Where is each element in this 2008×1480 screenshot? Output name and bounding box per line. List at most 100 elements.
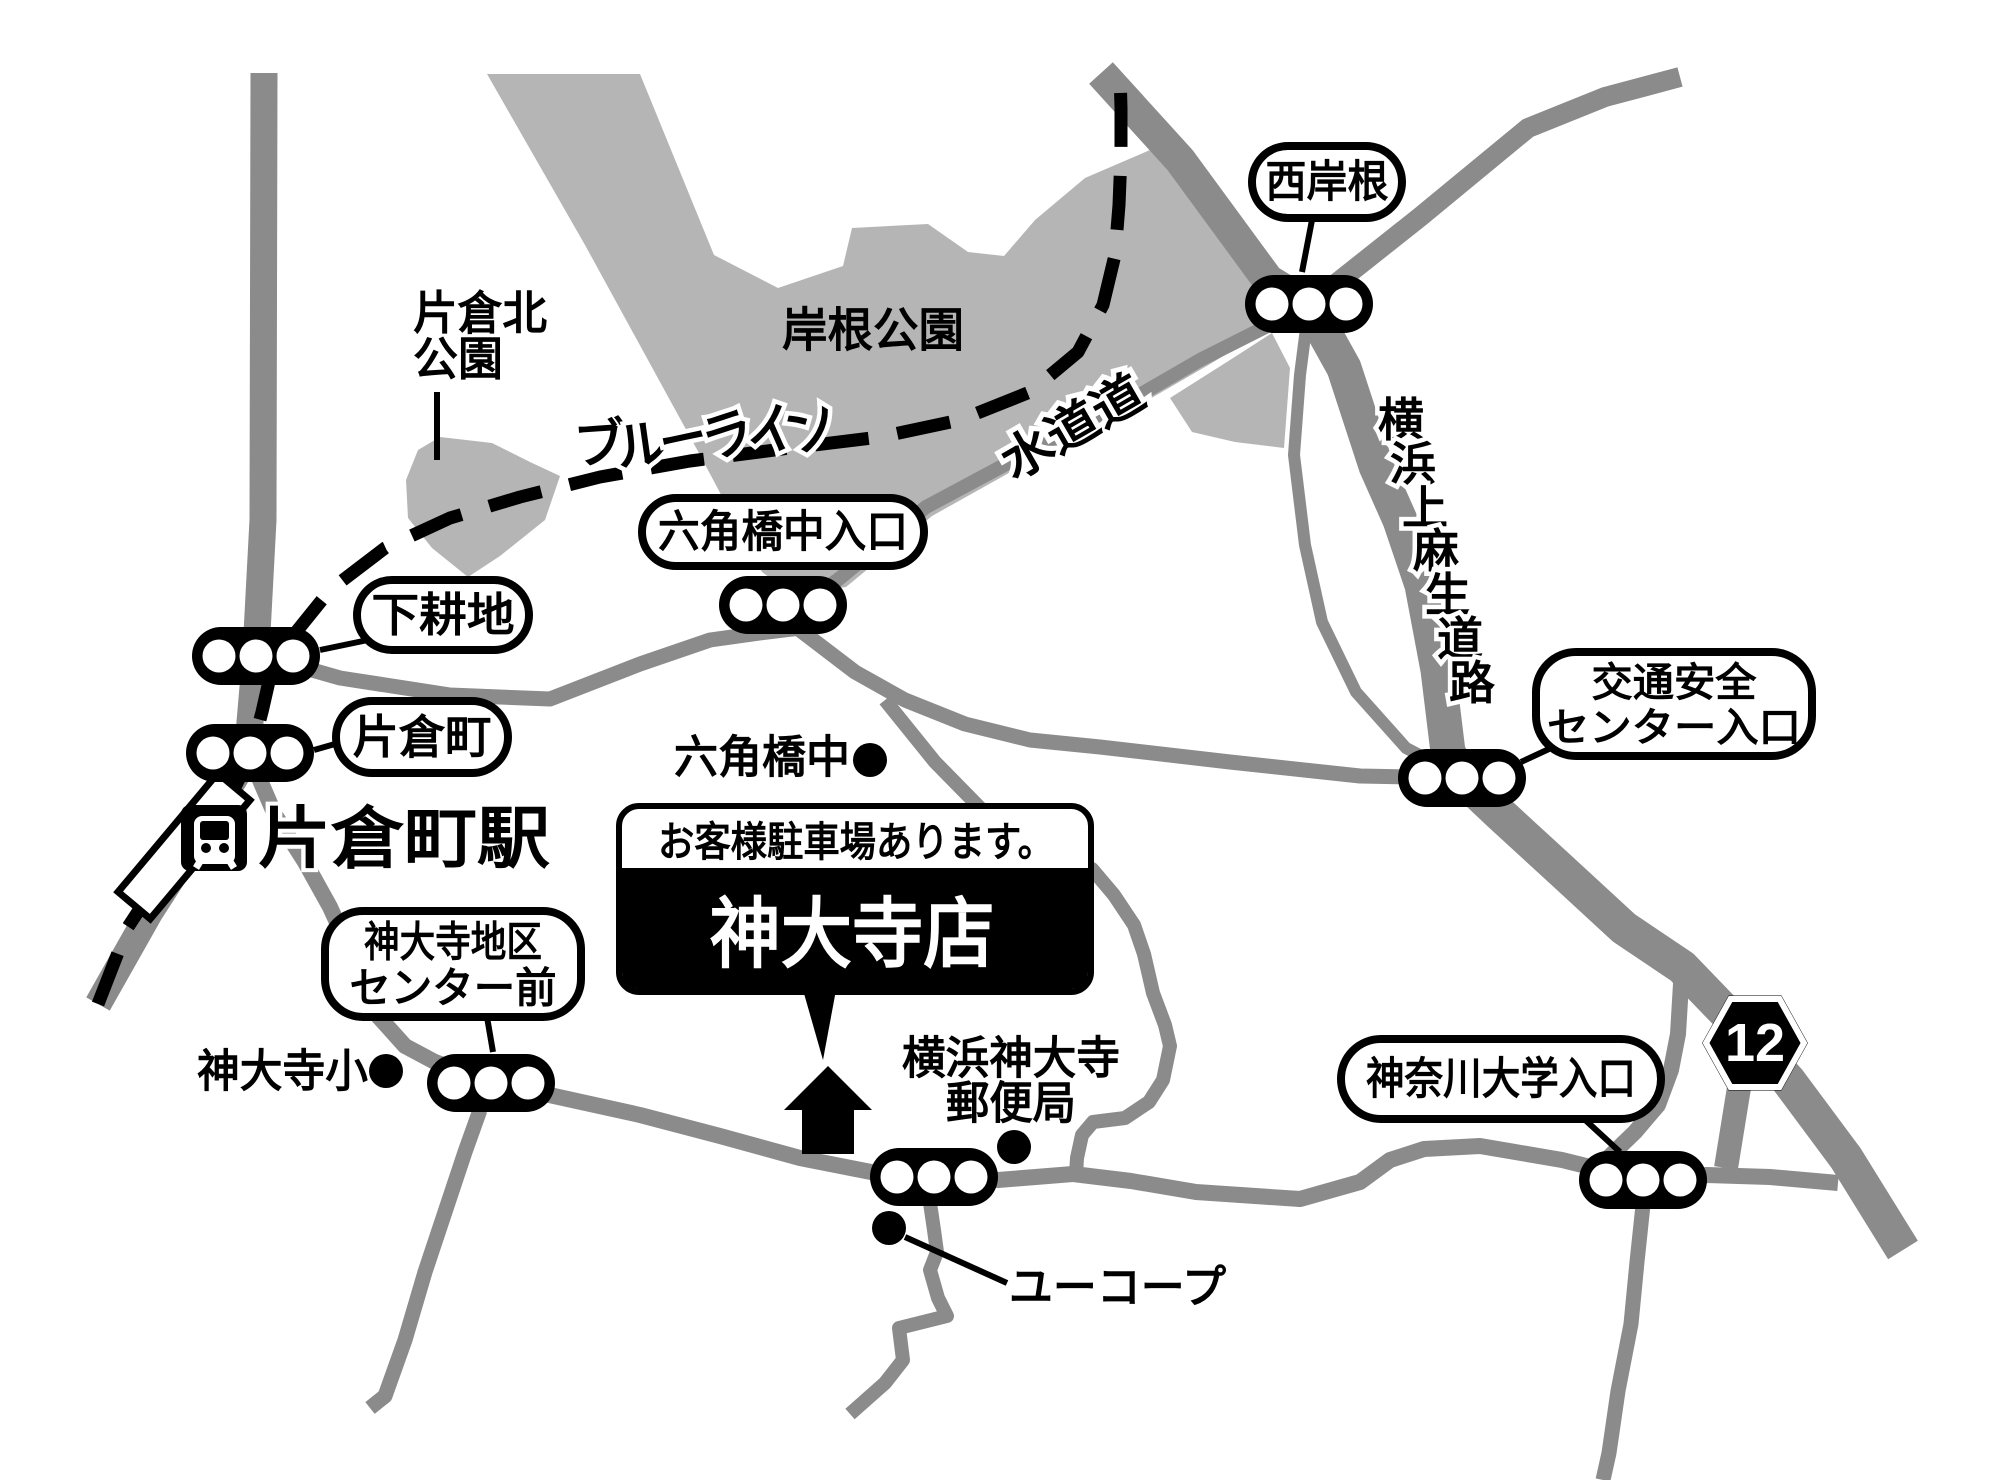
store-pointer <box>803 990 836 1060</box>
label-katakurakita-park: 片倉北 <box>413 287 547 339</box>
traffic-signal-lamp <box>766 588 800 622</box>
route-badge-number: 12 <box>1725 1013 1785 1073</box>
label-jindaiji-elementary: 神大寺小 <box>197 1046 368 1097</box>
dot-yubinkyoku <box>997 1130 1031 1164</box>
traffic-signal-lamp <box>1626 1163 1660 1197</box>
station-icon-train-light <box>201 843 211 853</box>
station-icon <box>181 805 247 871</box>
road-kanadai-ne-link <box>1601 966 1690 1165</box>
traffic-signal-lamp <box>803 588 837 622</box>
traffic-signal-lamp <box>1445 761 1479 795</box>
label-yokohama-jindaiji: 横浜神大寺 <box>902 1033 1120 1084</box>
traffic-signal-lamp <box>270 736 304 770</box>
pill-kanagawa-univ: 神奈川大学入口 <box>1337 1035 1665 1123</box>
signals-layer <box>186 275 1707 1245</box>
pill-jinchiku-center-text: センター前 <box>350 965 557 1012</box>
pill-kotsuanzen-box <box>1532 648 1816 760</box>
kishine-park-south-wedge <box>1170 333 1290 448</box>
parks-layer <box>406 74 1290 594</box>
kamiasao-road-label-char: 道 <box>1437 613 1483 665</box>
blue-line-label-char: ブ <box>572 413 628 475</box>
signal-shimokochi <box>192 627 320 685</box>
pill-kotsuanzen-text: センター入口 <box>1547 706 1801 750</box>
route-12-badge: 12 <box>1702 995 1808 1091</box>
road-yubin-south-zigzag <box>845 1201 954 1420</box>
label-kishine-park: 岸根公園 <box>782 304 964 357</box>
traffic-signal-lamp <box>729 588 763 622</box>
store-sign-layer: お客様駐車場あります。神大寺店 <box>616 803 1094 1154</box>
traffic-signal-lamp <box>1663 1163 1697 1197</box>
pill-jinchiku-center-text: 神大寺地区 <box>364 919 542 966</box>
katakurakita-park <box>406 437 560 577</box>
pill-rokkakubashi-text: 六角橋中入口 <box>658 508 908 557</box>
label-yucoop: ユーコープ <box>1009 1262 1226 1313</box>
signal-katakuracho <box>186 724 314 782</box>
pill-kanagawa-univ-box <box>1337 1035 1665 1123</box>
traffic-signal-lamp <box>917 1160 951 1194</box>
label-katakurakita-park-2: 公園 <box>413 333 503 385</box>
station-icon-train-leg <box>223 853 237 870</box>
traffic-signal-lamp <box>239 639 273 673</box>
dot-jindaiji-elementary <box>369 1054 403 1088</box>
kamiasao-road-label-char: 路 <box>1449 657 1496 709</box>
traffic-signal-lamp <box>880 1160 914 1194</box>
signal-kotsuanzen <box>1398 749 1526 807</box>
pill-rokkakubashi: 六角橋中入口 <box>638 494 928 570</box>
signal-nishikishine <box>1245 275 1373 333</box>
kamiasao-road-label-char: 麻 <box>1413 525 1459 577</box>
pill-kotsuanzen-text: 交通安全 <box>1592 660 1758 705</box>
pill-jinchiku-center-leader <box>484 1016 496 1053</box>
jindaiji-store: お客様駐車場あります。神大寺店 <box>616 803 1094 1154</box>
traffic-signal-lamp <box>202 639 236 673</box>
road-junction-west-branch <box>1288 304 1455 778</box>
pill-katakuracho-text: 片倉町 <box>353 711 492 763</box>
station-icon-train-leg <box>193 853 207 870</box>
station-layer <box>113 768 255 924</box>
traffic-signal-lamp <box>474 1066 508 1100</box>
station-icon-train-light <box>219 843 229 853</box>
pill-shimokochi-text: 下耕地 <box>372 589 515 641</box>
road-shimokochi-east <box>253 620 801 707</box>
pill-rokkakubashi-box <box>638 494 928 570</box>
leader-yucoop <box>903 1234 1009 1286</box>
store-name: 神大寺店 <box>710 892 995 978</box>
store-sign-black-panel <box>622 868 1088 989</box>
pill-katakuracho: 片倉町 <box>332 697 512 777</box>
pill-shimokochi-leader <box>319 637 369 653</box>
road-nishikishine-northeast <box>1302 67 1683 313</box>
store-parking-note: お客様駐車場あります。 <box>658 819 1054 865</box>
signal-jinchiku-center <box>427 1054 555 1112</box>
traffic-signal-lamp <box>437 1066 471 1100</box>
pill-nishikishine-text: 西岸根 <box>1266 158 1389 207</box>
pill-shimokochi-box <box>353 576 533 654</box>
traffic-signal-lamp <box>954 1160 988 1194</box>
pill-nishikishine-leader <box>1299 219 1315 273</box>
signal-yubinkyoku <box>870 1148 998 1206</box>
store-entrance-arrow-icon <box>784 1066 872 1154</box>
kishine-park <box>487 74 1272 594</box>
traffic-signal-lamp <box>276 639 310 673</box>
kamiasao-road-label-char: 横 <box>1378 394 1424 446</box>
kamiasao-road-label-char: 生 <box>1425 569 1471 621</box>
pill-katakuracho-box <box>332 697 512 777</box>
label-katakuracho-station: 片倉町駅 <box>258 802 550 877</box>
road-jinchiku-south <box>365 1107 488 1414</box>
pill-jinchiku-center-box <box>321 907 585 1021</box>
traffic-signal-lamp <box>1255 287 1289 321</box>
traffic-signal-lamp <box>1329 287 1363 321</box>
leader-lines-layer <box>313 219 1623 1286</box>
signal-rokkakubashi <box>719 576 847 634</box>
traffic-signal-lamp <box>1482 761 1516 795</box>
traffic-signal-lamp <box>196 736 230 770</box>
pill-kanagawa-univ-text: 神奈川大学入口 <box>1366 1055 1636 1104</box>
road-vertical-west <box>233 72 278 759</box>
road-kanadai-south <box>1595 1204 1651 1480</box>
traffic-signal-lamp <box>1292 287 1326 321</box>
pill-kotsuanzen-leader <box>1519 746 1551 765</box>
kamiasao-road-label-char: 上 <box>1402 482 1448 534</box>
